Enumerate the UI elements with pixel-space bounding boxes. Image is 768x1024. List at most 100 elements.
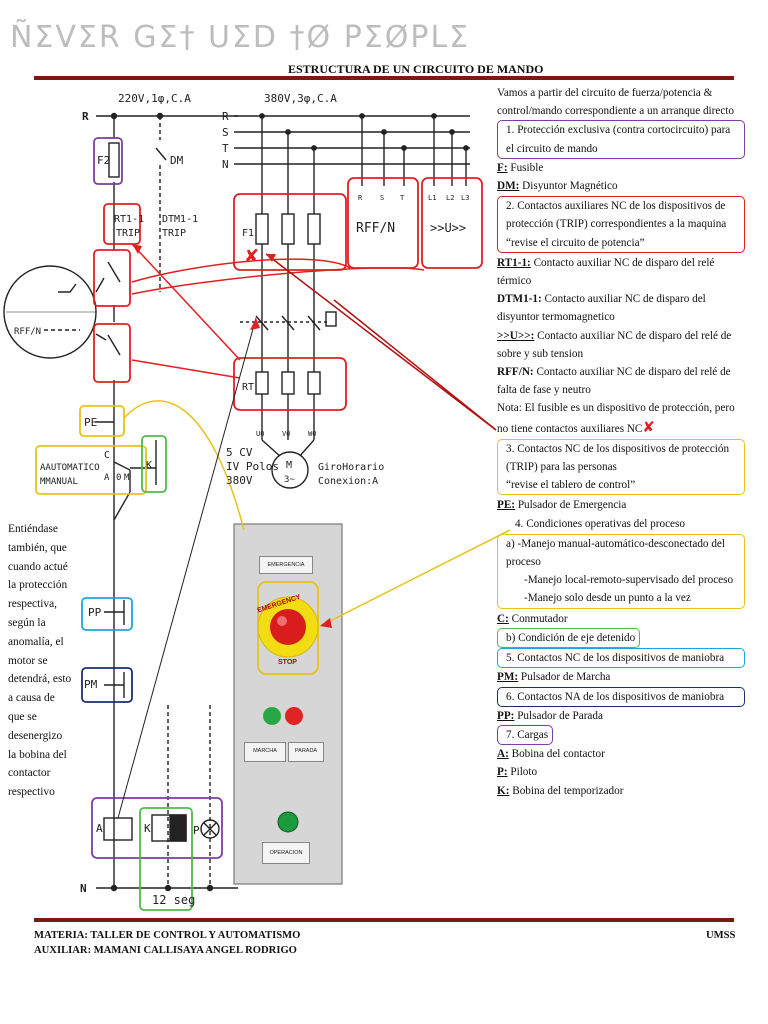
supply-3ph-label: 380V,3φ,C.A (264, 92, 337, 105)
item-3-box: 3. Contactos NC de los dispositivos de p… (497, 438, 745, 496)
fuse-f2-label: F2 (97, 154, 110, 167)
pilot-p-label: P (193, 824, 200, 837)
legend-rt-key: RT1-1: (497, 256, 531, 269)
legend-a-key: A: (497, 748, 509, 761)
legend-pe-key: PE: (497, 499, 516, 512)
legend-f-value: Fusible (507, 161, 544, 174)
switch-a-label: A (104, 473, 110, 483)
dtm11-label: DTM1-1 (162, 214, 198, 225)
item-5: 5. Contactos NC de los dispositivos de m… (497, 648, 745, 669)
legend-pe: PE: Pulsador de Emergencia (497, 496, 745, 514)
rt-label: RT (242, 382, 254, 393)
supply-1ph-label: 220V,1φ,C.A (118, 92, 191, 105)
item-4a-2: -Manejo local-remoto-supervisado del pro… (524, 574, 734, 587)
timer-label: 12 seg (152, 893, 195, 907)
nota-text: Nota: El fusible es un dispositivo de pr… (497, 402, 735, 435)
panel-emergencia-label: EMERGENCIA (259, 556, 313, 574)
pm-label: PM (84, 678, 98, 691)
legend-dtm-value: Contacto auxiliar NC de disparo del disy… (497, 293, 706, 324)
legend-c-value: Conmutador (508, 612, 568, 625)
legend-pe-value: Pulsador de Emergencia (515, 499, 627, 512)
panel-parada-label: PARADA (288, 742, 324, 762)
x-mark-icon: ✘ (642, 417, 655, 436)
k-contact-label: K (146, 460, 152, 471)
motor-spec-2: IV Polos (226, 460, 279, 473)
emergency-bottom-label: STOP (278, 659, 297, 666)
legend-p-key: P: (497, 766, 508, 779)
rail-3ph-t: T (222, 142, 229, 155)
u-term-l1: L1 (428, 194, 436, 202)
switch-manual-label: MMANUAL (40, 477, 78, 487)
document-title: ESTRUCTURA DE UN CIRCUITO DE MANDO (288, 62, 544, 76)
legend-pm-key: PM: (497, 671, 519, 684)
legend-pm: PM: Pulsador de Marcha (497, 668, 745, 686)
item-3-note: “revise el tablero de control” (506, 479, 636, 492)
left-explanatory-note: Entiéndase también, que cuando actué la … (8, 523, 72, 799)
fuse-no-aux-x-icon: ✘ (244, 246, 259, 267)
rail-n-label: N (80, 882, 87, 895)
legend-u-key: >>U>>: (497, 329, 535, 342)
item-2-box: 2. Contactos auxiliares NC de los dispos… (497, 196, 745, 253)
footer-left: MATERIA: TALLER DE CONTROL Y AUTOMATISMO… (34, 928, 300, 958)
legend-dtm: DTM1-1: Contacto auxiliar NC de disparo … (497, 290, 745, 326)
motor-spec-1: 5 CV (226, 446, 253, 459)
legend-dm-key: DM: (497, 180, 520, 193)
rffn-zoom-label: RFF/N (14, 327, 41, 337)
u-box-label: >>U>> (430, 221, 466, 235)
dm-label: DM (170, 154, 184, 167)
pe-label: PE (84, 416, 97, 429)
motor-label: M (286, 460, 292, 471)
legend-pp-value: Pulsador de Parada (514, 709, 603, 722)
legend-pm-value: Pulsador de Marcha (518, 671, 611, 684)
legend-k: K: Bobina del temporizador (497, 782, 745, 800)
switch-m-label: M (124, 473, 130, 483)
rt11-label: RT1-1 (114, 214, 144, 225)
rffn-box-label: RFF/N (356, 221, 395, 236)
legend-dm: DM: Disyuntor Magnético (497, 177, 745, 195)
legend-rff-key: RFF/N: (497, 366, 534, 379)
panel-operacion-label: OPERACION (262, 842, 310, 864)
intro-paragraph: Vamos a partir del circuito de fuerza/po… (497, 87, 735, 118)
legend-rff-value: Contacto auxiliar NC de disparo del relé… (497, 366, 731, 397)
item-7: 7. Cargas (497, 724, 554, 746)
coil-a-label: A (96, 822, 103, 835)
legend-k-key: K: (497, 784, 510, 797)
title-rule (34, 76, 734, 80)
legend-a-value: Bobina del contactor (508, 748, 605, 761)
rail-3ph-n: N (222, 158, 229, 171)
item-4a-box: a) -Manejo manual-automático-desconectad… (497, 533, 745, 609)
legend-c-key: C: (497, 612, 509, 625)
legend-dtm-key: DTM1-1: (497, 293, 542, 306)
rail-3ph-s: S (222, 126, 229, 139)
rail-r-label: R (82, 110, 89, 123)
watermark-text: ÑΣVΣR GΣ† UΣD †Ø PΣØPLΣ (10, 20, 471, 55)
motor-term-v: V0 (282, 430, 290, 438)
item-1: 1. Protección exclusiva (contra cortocir… (497, 120, 745, 159)
selector-c-label: C (104, 450, 110, 461)
item-2-note: “revise el circuito de potencia” (506, 236, 645, 249)
rail-3ph-r: R (222, 110, 229, 123)
footer-rule (34, 918, 734, 922)
legend-u: >>U>>: Contacto auxiliar NC de disparo d… (497, 327, 745, 363)
motor-rotation-1: GiroHorario (318, 462, 384, 473)
legend-u-value: Contacto auxiliar NC de disparo del relé… (497, 329, 732, 360)
switch-auto-label: AAUTOMATICO (40, 463, 100, 473)
legend-pp: PP: Pulsador de Parada (497, 707, 745, 725)
legend-rt: RT1-1: Contacto auxiliar NC de disparo d… (497, 254, 745, 290)
pp-label: PP (88, 606, 102, 619)
legend-dm-value: Disyuntor Magnético (519, 180, 618, 193)
nota-paragraph: Nota: El fusible es un dispositivo de pr… (497, 399, 745, 437)
legend-pp-key: PP: (497, 709, 515, 722)
panel-marcha-label: MARCHA (244, 742, 286, 762)
footer-materia: MATERIA: TALLER DE CONTROL Y AUTOMATISMO (34, 930, 301, 941)
item-b: b) Condición de eje detenido (497, 627, 641, 649)
motor-rotation-2: Conexion:A (318, 476, 378, 487)
item-6: 6. Contactos NA de los dispositivos de m… (497, 686, 745, 707)
legend-rt-value: Contacto auxiliar NC de disparo del relé… (497, 256, 715, 288)
switch-0-label: 0 (116, 473, 121, 483)
legend-f-key: F: (497, 161, 508, 174)
rff-term-s: S (380, 194, 384, 202)
item-4a-3: -Manejo solo desde un punto a la vez (524, 592, 691, 605)
legend-f: F: Fusible (497, 159, 745, 177)
